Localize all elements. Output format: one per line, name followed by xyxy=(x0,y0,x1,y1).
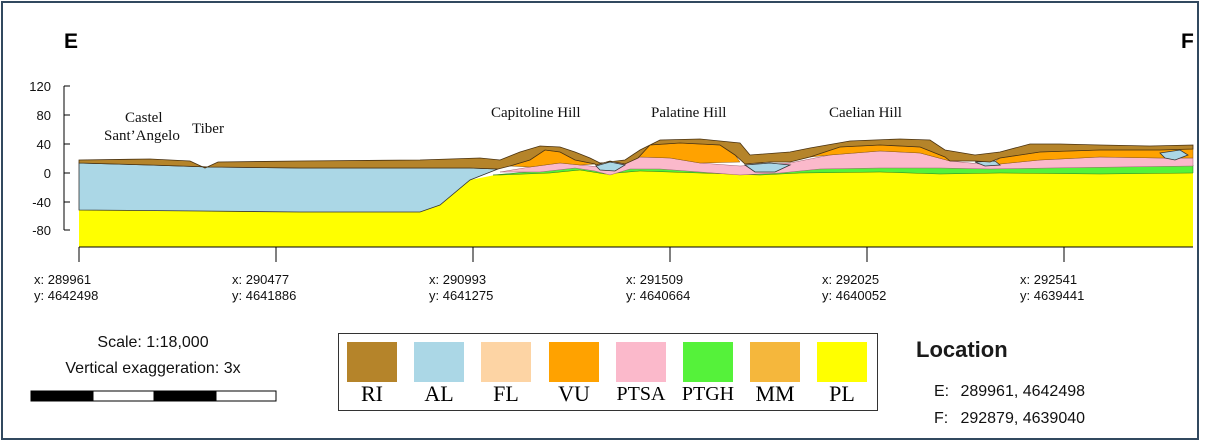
landmark-label: Sant’Angelo xyxy=(104,128,180,144)
endpoint-label-end: F xyxy=(1181,30,1194,53)
x-tick-easting: x: 292541 xyxy=(1020,272,1077,287)
landmark-label: Palatine Hill xyxy=(651,105,726,121)
unit-al xyxy=(78,149,1189,213)
location-key: E: xyxy=(934,383,950,400)
legend-label: FL xyxy=(493,381,519,406)
x-tick-easting: x: 292025 xyxy=(822,272,879,287)
location-title: Location xyxy=(916,337,1008,362)
legend-label: RI xyxy=(361,381,383,406)
landmark-label: Castel xyxy=(125,110,163,126)
legend-label: PTGH xyxy=(681,383,735,405)
legend-label: VU xyxy=(558,381,590,406)
x-tick-northing: y: 4639441 xyxy=(1020,288,1084,303)
y-tick-label: -40 xyxy=(32,195,51,210)
x-tick-northing: y: 4640052 xyxy=(822,288,886,303)
location-value: 292879, 4639040 xyxy=(960,410,1086,427)
legend-swatch xyxy=(616,342,666,382)
y-tick-label: -80 xyxy=(32,223,51,238)
legend-swatch xyxy=(414,342,464,382)
y-tick-label: 120 xyxy=(29,79,51,94)
legend-item-ptgh: PTGH xyxy=(682,342,734,408)
legend-label: MM xyxy=(755,381,795,406)
legend-item-fl: FL xyxy=(480,342,532,408)
endpoint-label-start: E xyxy=(64,30,79,53)
y-tick-label: 0 xyxy=(44,166,51,181)
x-tick-northing: y: 4640664 xyxy=(626,288,690,303)
x-tick-northing: y: 4642498 xyxy=(34,288,98,303)
x-tick-easting: x: 291509 xyxy=(626,272,683,287)
scale-label: Scale: 1:18,000 xyxy=(97,334,209,351)
x-tick-easting: x: 290477 xyxy=(232,272,289,287)
legend-swatch xyxy=(683,342,733,382)
legend-item-pl: PL xyxy=(816,342,868,408)
legend-label: PTSA xyxy=(616,383,666,405)
x-tick-northing: y: 4641886 xyxy=(232,288,296,303)
x-axis xyxy=(78,246,1193,262)
y-axis: 120 80 40 0 -40 -80 xyxy=(29,79,70,238)
legend-item-mm: MM xyxy=(749,342,801,408)
location-row-f: F: 292879, 4639040 xyxy=(934,410,1085,428)
x-tick-easting: x: 289961 xyxy=(34,272,91,287)
legend-item-al: AL xyxy=(413,342,465,408)
legend-swatch xyxy=(481,342,531,382)
legend-item-ptsa: PTSA xyxy=(615,342,667,408)
y-tick-label: 40 xyxy=(37,137,51,152)
x-tick-easting: x: 290993 xyxy=(429,272,486,287)
scale-bar xyxy=(30,390,277,402)
unit-ri xyxy=(78,138,1194,170)
legend-item-vu: VU xyxy=(548,342,600,408)
y-tick-label: 80 xyxy=(37,108,51,123)
legend-swatch xyxy=(750,342,800,382)
location-value: 289961, 4642498 xyxy=(960,383,1086,400)
vertical-exaggeration-label: Vertical exaggeration: 3x xyxy=(65,360,241,377)
landmark-label: Caelian Hill xyxy=(829,105,902,121)
location-key: F: xyxy=(934,410,949,427)
legend: RI AL FL VU PTSA PTGH MM PL xyxy=(338,333,878,411)
legend-label: AL xyxy=(424,381,454,406)
legend-label: PL xyxy=(829,381,855,406)
landmark-label: Capitoline Hill xyxy=(491,105,581,121)
x-tick-northing: y: 4641275 xyxy=(429,288,493,303)
legend-swatch xyxy=(347,342,397,382)
legend-swatch xyxy=(817,342,867,382)
location-row-e: E: 289961, 4642498 xyxy=(934,383,1085,401)
unit-pl xyxy=(79,169,1193,247)
landmark-label: Tiber xyxy=(192,121,224,137)
legend-item-ri: RI xyxy=(346,342,398,408)
legend-swatch xyxy=(549,342,599,382)
